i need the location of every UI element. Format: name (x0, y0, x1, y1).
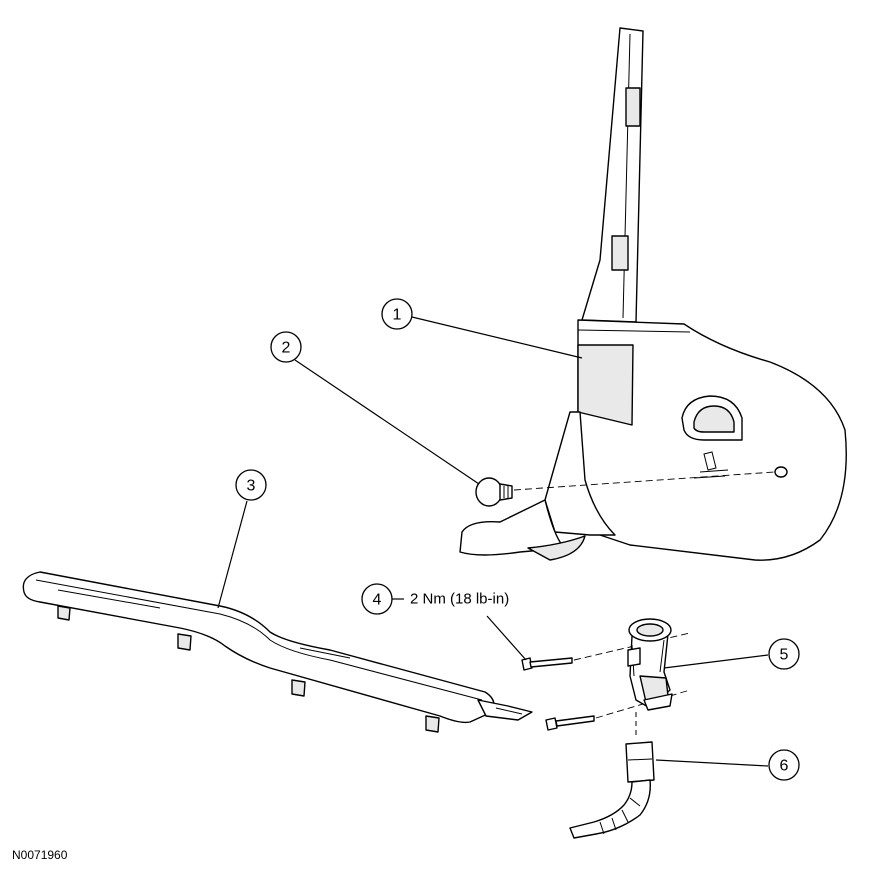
leader-lines (217, 316, 769, 767)
scuff-plate (22, 571, 533, 733)
callout-2: 2 (270, 331, 302, 363)
pillar-trim-panel (459, 27, 847, 561)
callout-1: 1 (381, 298, 413, 330)
callout-5: 5 (768, 638, 800, 670)
callout-4: 4 2 Nm (18 lb-in) (361, 583, 509, 615)
callout-6: 6 (768, 749, 800, 781)
callout-3: 3 (235, 469, 267, 501)
seat-belt-buckle-anchor (627, 618, 673, 711)
callout-2-number: 2 (282, 340, 291, 357)
wiring-connector (569, 712, 655, 839)
callout-3-number: 3 (247, 478, 256, 495)
callout-5-number: 5 (780, 647, 789, 664)
callout-1-number: 1 (393, 307, 402, 324)
callout-6-number: 6 (780, 758, 789, 775)
figure-reference-number: N0071960 (12, 848, 68, 862)
callout-4-number: 4 (373, 592, 382, 609)
push-pin-retainer (475, 471, 776, 507)
torque-spec-label: 2 Nm (18 lb-in) (410, 591, 509, 608)
